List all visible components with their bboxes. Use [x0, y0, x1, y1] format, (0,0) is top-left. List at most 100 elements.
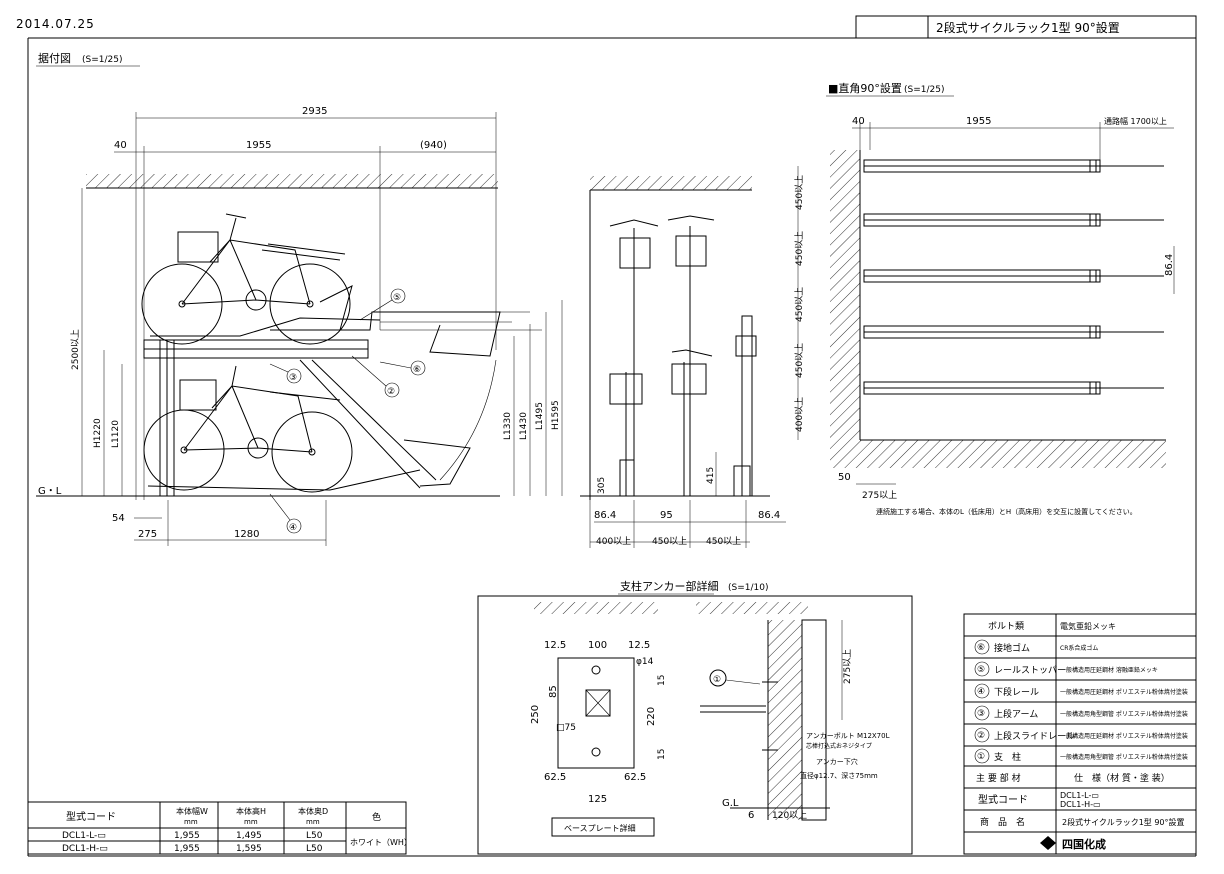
spec-color-value: ホワイト（WH） [350, 838, 412, 847]
spec-row1-depth: L50 [306, 831, 323, 841]
plan-view-label: ■直角90°設置 [828, 81, 902, 95]
parts-row-spec: 一般構造用圧延鋼材 溶融亜鉛メッキ [1060, 666, 1158, 674]
parts-row-number-circle [974, 748, 990, 764]
anchor-bolt-note: アンカーボルト M12X70L [806, 732, 890, 740]
parts-row-number-circle [974, 705, 990, 721]
anchor-detail: 支柱アンカー部詳細 (S=1/10) 12.5 100 12.5 φ14 85 … [477, 579, 913, 855]
callout-3: ③ [289, 373, 297, 383]
parts-model-label: 型式コード [978, 793, 1028, 806]
parts-row-number-circle [974, 639, 990, 655]
parts-row-spec: 一般構造用圧延鋼材 ポリエステル粉体焼付塗装 [1060, 732, 1188, 740]
spec-row2-model: DCL1-H-▭ [62, 844, 108, 854]
parts-row-number-circle [974, 661, 990, 677]
install-view-scale: (S=1/25) [82, 55, 123, 65]
callout-6: ⑥ [413, 365, 421, 375]
anchor-dim-15-a: 15 [657, 675, 667, 686]
sheet-title: 2段式サイクルラック1型 90°設置 [936, 20, 1120, 35]
parts-row-number: ④ [977, 687, 985, 697]
anchor-dim-100: 100 [588, 640, 607, 651]
ground-level-label: G・L [38, 486, 62, 497]
lower-bicycle [143, 365, 353, 493]
spec-header-height: 本体高H [236, 806, 266, 816]
anchor-label: 支柱アンカー部詳細 [620, 579, 719, 593]
dim-1955: 1955 [246, 140, 271, 151]
dim-450-side-b: 450以上 [706, 536, 741, 547]
dim-95: 95 [660, 510, 673, 521]
dim-h1595: H1595 [551, 400, 561, 430]
date-text: 2014.07.25 [16, 17, 95, 31]
parts-row-name: 支 柱 [994, 751, 1021, 763]
spec-header-depth: 本体奥D [298, 806, 328, 816]
anchor-drill-title: アンカー下穴 [816, 757, 858, 766]
anchor-dim-phi14: φ14 [636, 657, 654, 667]
spec-header-model: 型式コード [66, 810, 116, 823]
parts-row-spec: 一般構造用角型鋼管 ポリエステル粉体焼付塗装 [1060, 753, 1188, 761]
anchor-drill-spec: 直径φ12.7、深さ75mm [800, 771, 878, 780]
parts-row-number-circle [974, 683, 990, 699]
anchor-dim-6: 6 [748, 810, 754, 821]
dim-54: 54 [112, 513, 125, 524]
anchor-gl: G.L [722, 798, 739, 809]
callout-4: ④ [289, 523, 297, 533]
plan-dim-450-a: 450以上 [794, 175, 805, 210]
parts-main-label: 主 要 部 材 [976, 772, 1021, 784]
parts-row-name: レールストッパー [994, 665, 1066, 676]
plan-dim-40: 40 [852, 116, 865, 127]
dim-l1430: L1430 [519, 412, 529, 440]
parts-row-number: ⑤ [977, 665, 985, 675]
dim-450-side-a: 450以上 [652, 536, 687, 547]
anchor-dim-275: 275以上 [842, 649, 853, 684]
anchor-dim-125: 125 [588, 794, 607, 805]
spec-row2-height: 1,595 [236, 844, 262, 854]
install-view: 据付図 (S=1/25) 2935 40 1955 (940) 2500以上 [36, 51, 563, 546]
spec-row2-width: 1,955 [174, 844, 200, 854]
dim-305: 305 [597, 477, 607, 494]
parts-row-name: 下段レール [994, 686, 1039, 698]
spec-row1-width: 1,955 [174, 831, 200, 841]
parts-row-number: ③ [977, 709, 985, 719]
baseplate-label: ベースプレート詳細 [564, 823, 636, 833]
plan-dim-275: 275以上 [862, 490, 897, 501]
anchor-dim-250: 250 [530, 705, 541, 724]
dim-h1220: H1220 [93, 418, 103, 448]
dim-275: 275 [138, 529, 157, 540]
spec-header-color: 色 [372, 811, 381, 823]
parts-row-spec: 一般構造用圧延鋼材 ポリエステル粉体焼付塗装 [1060, 688, 1188, 696]
side-view: 305 415 86.4 95 86.4 400以上 450以上 450以上 [580, 176, 786, 548]
parts-row-spec: 一般構造用角型鋼管 ポリエステル粉体焼付塗装 [1060, 710, 1188, 718]
parts-row-name: 接地ゴム [994, 642, 1030, 654]
plan-note: 連続施工する場合、本体のL（低床用）とH（高床用）を交互に設置してください。 [876, 507, 1137, 516]
anchor-dim-62-5-b: 62.5 [624, 772, 646, 783]
plan-view-scale: (S=1/25) [904, 85, 945, 95]
parts-model-value-1: DCL1-L-▭ [1060, 791, 1099, 800]
plan-dim-450-c: 450以上 [794, 287, 805, 322]
plan-dim-450-d: 450以上 [794, 343, 805, 378]
anchor-callout-1: ① [713, 675, 721, 685]
dim-940: (940) [420, 140, 447, 151]
parts-row-number: ② [977, 731, 985, 741]
anchor-dim-15-b: 15 [657, 749, 667, 760]
spec-unit-height: mm [244, 818, 258, 826]
anchor-dim-62-5-a: 62.5 [544, 772, 566, 783]
anchor-dim-12-5-b: 12.5 [628, 640, 650, 651]
install-view-label: 据付図 [38, 51, 71, 65]
anchor-dim-220: 220 [646, 707, 657, 726]
spec-table: 型式コード 本体幅W mm 本体高H mm 本体奥D mm 色 DCL1-L-▭… [27, 801, 412, 855]
callout-2: ② [387, 387, 395, 397]
anchor-dim-120: 120以上 [772, 810, 807, 821]
parts-product-value: 2段式サイクルラック1型 90°設置 [1062, 817, 1185, 827]
parts-model-value-2: DCL1-H-▭ [1060, 800, 1101, 809]
parts-row-name: 上段アーム [994, 708, 1038, 720]
callout-5: ⑤ [393, 293, 401, 303]
dim-415: 415 [706, 467, 716, 484]
anchor-dim-sq75: □75 [556, 723, 576, 733]
dim-2935: 2935 [302, 106, 327, 117]
anchor-dim-12-5-a: 12.5 [544, 640, 566, 651]
company-logo-icon [1040, 836, 1056, 850]
spec-row1-height: 1,495 [236, 831, 262, 841]
plan-dim-86-4: 86.4 [1164, 254, 1175, 276]
plan-dim-1955: 1955 [966, 116, 991, 127]
parts-row-number: ① [977, 752, 985, 762]
